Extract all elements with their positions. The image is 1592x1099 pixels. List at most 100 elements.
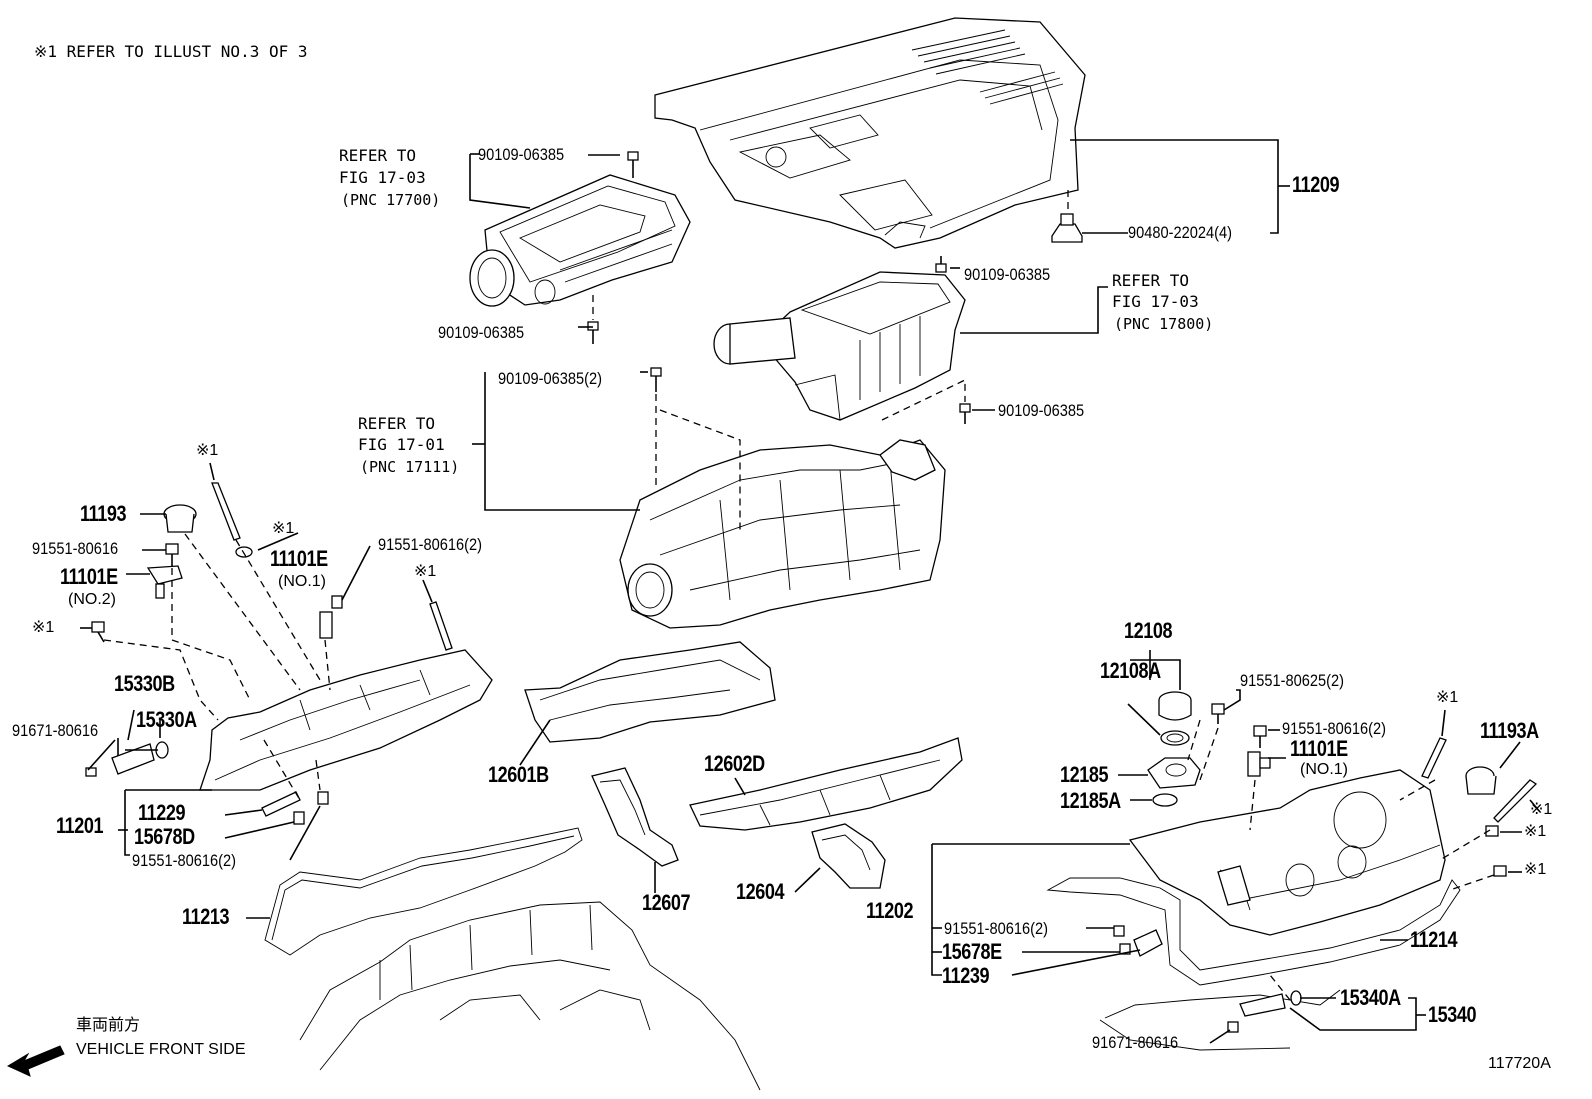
label-12602d: 12602D xyxy=(704,751,765,776)
label-15340a: 15340A xyxy=(1340,985,1401,1010)
mark-stud-left: ※1 xyxy=(196,442,219,459)
label-90109-b: 90109-06385 xyxy=(438,323,525,342)
bolt-90109-a xyxy=(627,151,639,178)
label-12185: 12185 xyxy=(1060,762,1109,787)
label-11101e-mid-sub: (NO.1) xyxy=(278,573,326,590)
insulator-12601b xyxy=(524,641,776,743)
label-90480-22024: 90480-22024(4) xyxy=(1128,223,1233,242)
mark-stud-right-mid: ※1 xyxy=(1530,801,1553,818)
label-11101e-left: 11101E xyxy=(60,564,118,589)
label-91551-c: 91551-80616(2) xyxy=(132,851,237,870)
bolt-right-mid xyxy=(1485,825,1499,837)
bolt-right-low xyxy=(1493,865,1507,877)
label-90109-c: 90109-06385 xyxy=(964,265,1051,284)
bolt-90109-c xyxy=(935,256,947,273)
right-air-duct xyxy=(713,271,966,421)
label-11214: 11214 xyxy=(1410,927,1458,952)
front-arrow-icon xyxy=(6,1045,65,1077)
bolt-91671-b xyxy=(1227,1021,1239,1033)
front-label-en: VEHICLE FRONT SIDE xyxy=(76,1041,246,1058)
label-11101e-right: 11101E xyxy=(1290,736,1348,761)
bolt-91551-c xyxy=(317,791,329,805)
label-91551-d: 91551-80625(2) xyxy=(1240,671,1345,690)
bolt-15678d xyxy=(293,811,305,825)
label-15330b: 15330B xyxy=(114,671,175,696)
bolt-left-mid xyxy=(91,621,105,643)
ref-manifold-l2: FIG 17-01 xyxy=(358,435,445,454)
label-11239: 11239 xyxy=(942,963,990,988)
ocv-15330b xyxy=(111,741,169,775)
oil-cap-11193 xyxy=(163,504,197,533)
bolt-90109-b xyxy=(587,321,599,344)
bolt-91551-d xyxy=(1211,703,1225,724)
label-91671-b: 91671-80616 xyxy=(1092,1033,1179,1052)
cam-sensor-no1-left xyxy=(319,595,343,639)
gasket-11239 xyxy=(1133,929,1163,957)
head-cover-right xyxy=(1128,769,1446,936)
gasket-11229 xyxy=(261,791,301,817)
label-91551-a: 91551-80616 xyxy=(32,539,119,558)
label-91551-b: 91551-80616(2) xyxy=(378,535,483,554)
bolt-91551-f xyxy=(1113,925,1125,937)
oil-cap-11193a xyxy=(1465,766,1497,795)
left-air-duct xyxy=(469,174,691,307)
label-15678e: 15678E xyxy=(942,939,1002,964)
label-15678d: 15678D xyxy=(134,824,195,849)
intake-manifold xyxy=(619,439,946,629)
bolt-91671-a xyxy=(85,767,97,777)
oring-12108a xyxy=(1160,730,1190,746)
stud-left-right xyxy=(429,601,453,651)
label-11209: 11209 xyxy=(1292,172,1340,197)
engine-cover xyxy=(654,17,1086,249)
washer-left xyxy=(235,546,253,558)
gasket-11213 xyxy=(264,827,583,956)
mark-bolt-right-mid: ※1 xyxy=(1524,823,1547,840)
label-91671-a: 91671-80616 xyxy=(12,721,99,740)
ref-left-l3: (PNC 17700) xyxy=(341,191,441,209)
label-15340: 15340 xyxy=(1428,1002,1477,1027)
label-12604: 12604 xyxy=(736,879,785,904)
cam-sensor-no1-right xyxy=(1247,751,1271,777)
bolt-90109-d xyxy=(650,367,662,392)
label-12108a: 12108A xyxy=(1100,658,1161,683)
label-12108: 12108 xyxy=(1124,618,1173,643)
ocv-15340 xyxy=(1239,990,1302,1017)
label-12607: 12607 xyxy=(642,890,691,915)
label-90109-d: 90109-06385(2) xyxy=(498,369,603,388)
label-11201: 11201 xyxy=(56,813,104,838)
bolt-91551-a xyxy=(165,543,179,566)
stud-right-mid xyxy=(1493,779,1538,823)
insulator-12607 xyxy=(591,767,679,867)
label-91551-f: 91551-80616(2) xyxy=(944,919,1049,938)
label-12185a: 12185A xyxy=(1060,788,1121,813)
grommet-90480 xyxy=(1051,213,1083,243)
filler-12185 xyxy=(1147,757,1201,789)
insulator-12604 xyxy=(811,823,886,889)
label-91551-e: 91551-80616(2) xyxy=(1282,719,1387,738)
ref-manifold-l3: (PNC 17111) xyxy=(360,458,460,476)
note-refer-illust: ※1 REFER TO ILLUST NO.3 OF 3 xyxy=(34,42,308,61)
mark-bolt-right-low: ※1 xyxy=(1524,861,1547,878)
insulator-12602d xyxy=(689,737,963,831)
head-cover-left xyxy=(199,649,493,791)
ref-right-l3: (PNC 17800) xyxy=(1114,315,1214,333)
stud-left-top xyxy=(211,482,241,541)
label-90109-a: 90109-06385 xyxy=(478,145,565,164)
label-11193: 11193 xyxy=(80,501,127,526)
mark-stud-right: ※1 xyxy=(414,563,437,580)
label-11213: 11213 xyxy=(182,904,230,929)
label-15330a: 15330A xyxy=(136,707,197,732)
label-90109-e: 90109-06385 xyxy=(998,401,1085,420)
bolt-91551-e xyxy=(1253,725,1267,748)
label-12601b: 12601B xyxy=(488,762,549,787)
label-11101e-left-sub: (NO.2) xyxy=(68,591,116,608)
front-label-jp: 車両前方 xyxy=(76,1017,141,1034)
label-11229: 11229 xyxy=(138,800,186,825)
ref-right-l1: REFER TO xyxy=(1112,271,1190,290)
label-11101e-mid: 11101E xyxy=(270,546,328,571)
label-11202: 11202 xyxy=(866,898,914,923)
gasket-12185a xyxy=(1152,793,1178,807)
stud-right-top xyxy=(1421,737,1447,779)
ref-manifold-l1: REFER TO xyxy=(358,414,436,433)
